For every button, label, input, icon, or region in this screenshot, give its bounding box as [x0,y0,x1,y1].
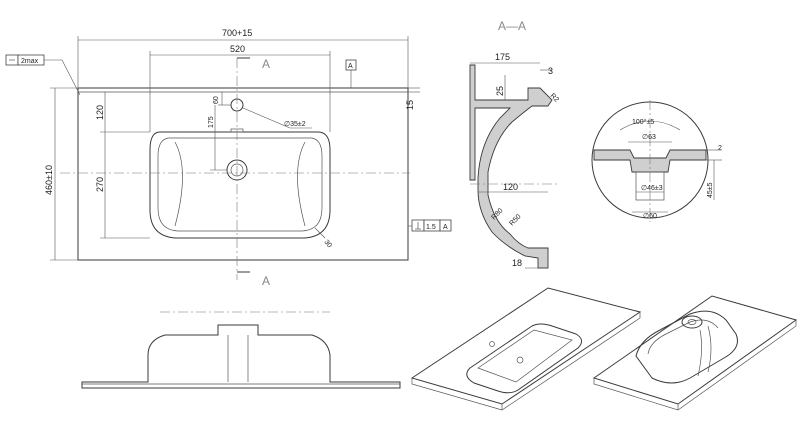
detail-dim-2: 2 [718,145,722,152]
dim-bowl-depth: 270 [95,177,105,192]
iso-countertop [410,287,642,405]
bowl-outline [149,131,331,239]
iso-drain [681,315,703,329]
plan-view: 700+15 520 A A 15 460±10 120 270 60 [5,28,452,288]
sec-dim-120: 120 [503,182,518,192]
detail-dia-60: ∅60 [643,213,657,220]
detail-dia-46: ∅46±3 [641,185,663,192]
sec-dim-r50: R50 [508,213,522,227]
sec-dim-r-top: R2 [549,92,560,103]
section-title: A—A [498,19,526,33]
section-marker-bottom: A [262,274,270,288]
dim-radius-plan: 30 [322,239,332,250]
detail-angle: 100°±5 [632,118,654,126]
sec-dim-3: 3 [548,66,553,76]
dim-175-plan: 175 [208,116,215,128]
datum-label: A [348,63,353,70]
iso-underside-bowl [635,310,738,384]
elevation-profile [81,324,401,389]
sec-dim-18: 18 [512,258,522,268]
isometric-bottom-view [592,295,798,411]
dim-120-plan: 120 [95,105,105,120]
detail-dia-63: ∅63 [642,134,656,141]
section-profile [469,64,553,269]
dim-overall-depth: 460±10 [44,165,54,195]
perp-datum: A [443,224,448,231]
sec-dim-175: 175 [495,52,510,62]
section-view: A—A 175 3 25 R2 120 R80 R50 18 [469,19,560,269]
flatness-callout: 2max [21,58,39,65]
front-elevation [81,311,401,389]
drain-detail: 100°±5 ∅63 ∅46±3 ∅60 2 45±5 [591,100,722,222]
section-marker-top: A [262,57,270,71]
countertop-outline [77,87,409,261]
dim-60-plan: 60 [213,96,220,104]
tap-hole-dim: ∅35±2 [284,121,306,128]
dim-bowl-width: 520 [230,44,245,54]
iso-bowl [466,323,582,394]
perpendicularity-callout: 1.5 [426,224,436,231]
detail-dim-45: 45±5 [707,182,714,198]
isometric-top-view [410,287,642,411]
dim-15: 15 [405,100,415,110]
sec-dim-25: 25 [495,86,505,96]
dim-overall-width: 700+15 [222,28,252,38]
